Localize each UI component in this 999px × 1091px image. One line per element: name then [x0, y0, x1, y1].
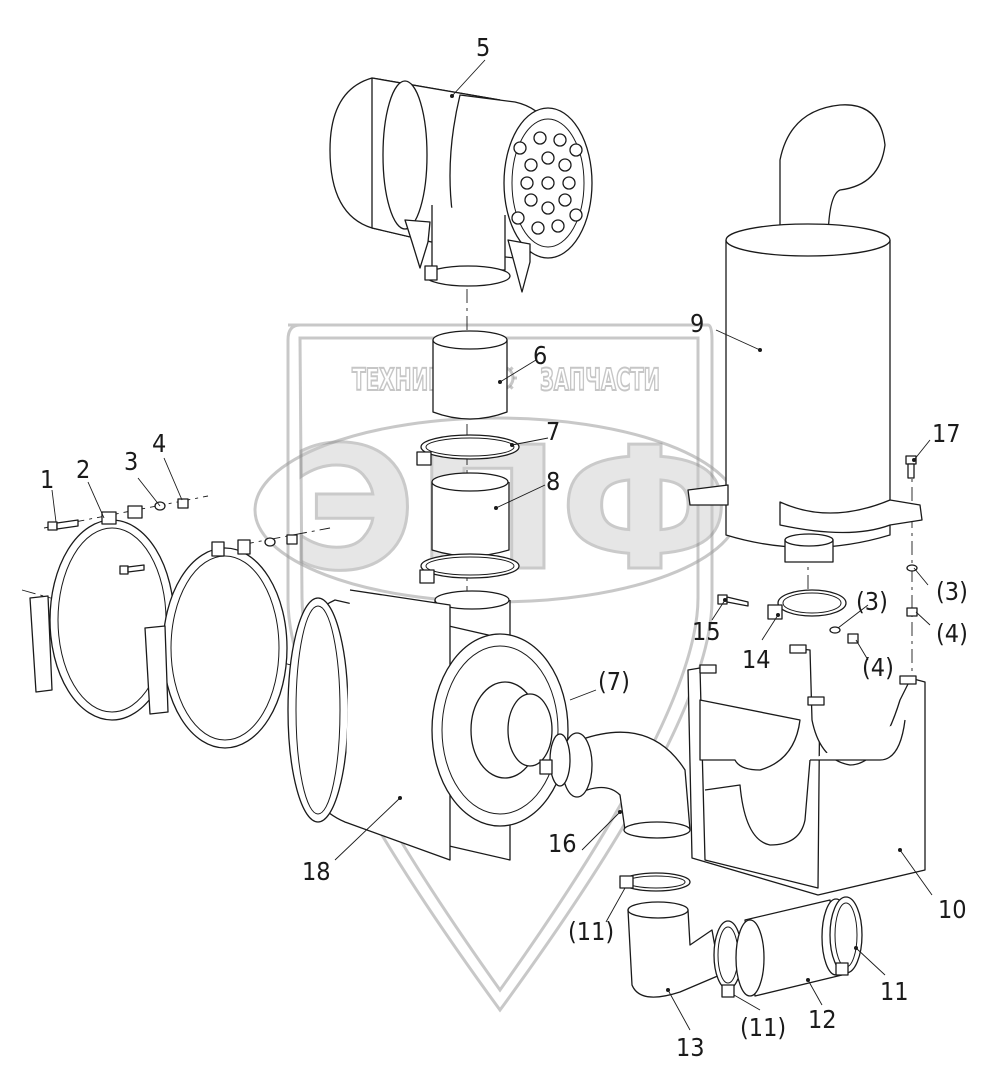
callout-7: 7 — [546, 417, 560, 446]
callout-14: 14 — [742, 645, 771, 674]
callout-11: 11 — [880, 977, 909, 1006]
callout-17: 17 — [932, 419, 961, 448]
part-10-bracket — [687, 644, 926, 896]
callout-labels: 1 2 3 4 5 6 7 8 9 10 11 12 13 14 15 16 1… — [40, 33, 968, 1062]
part-9-muffler — [687, 104, 923, 563]
part-4-nuts — [177, 498, 298, 545]
part-11-clamp-upper — [619, 872, 691, 892]
callout-4: 4 — [152, 429, 166, 458]
callout-11-ref-b: (11) — [740, 1013, 786, 1042]
callout-3-ref-b: (3) — [856, 587, 888, 616]
callout-12: 12 — [808, 1005, 837, 1034]
part-8-hose — [431, 472, 510, 557]
part-14-clamp — [767, 589, 847, 620]
part-16-elbow — [539, 731, 691, 839]
part-6-sleeve — [432, 330, 508, 420]
callout-4-ref-b: (4) — [862, 653, 894, 682]
part-7-clamp-upper — [416, 434, 520, 466]
callout-7-ref: (7) — [598, 667, 630, 696]
callout-15: 15 — [692, 617, 721, 646]
part-5-air-cleaner — [329, 77, 593, 293]
callout-2: 2 — [76, 455, 90, 484]
leader-lines — [51, 59, 933, 1031]
callout-18: 18 — [302, 857, 331, 886]
callout-9: 9 — [690, 309, 704, 338]
callout-1: 1 — [40, 465, 54, 494]
filter-holes — [511, 131, 583, 235]
part-11-clamp-right — [829, 896, 863, 976]
part-13-lower-elbow — [627, 901, 721, 998]
nut-4-right — [847, 607, 918, 644]
callout-16: 16 — [548, 829, 577, 858]
callout-8: 8 — [546, 467, 560, 496]
part-7-clamp-lower — [419, 553, 520, 584]
callout-6: 6 — [533, 341, 547, 370]
watermark: ТЕХНИКА ЗАПЧАСТИ ЭПФ — [253, 323, 741, 1013]
callout-3-ref-a: (3) — [936, 577, 968, 606]
callout-10: 10 — [938, 895, 967, 924]
part-1-bolts — [47, 519, 145, 575]
callout-11-ref-a: (11) — [568, 917, 614, 946]
watermark-right-word: ЗАПЧАСТИ — [540, 363, 660, 398]
callout-3: 3 — [124, 447, 138, 476]
part-2-strap-inner — [144, 539, 288, 749]
washer-3-right — [829, 564, 918, 634]
callout-13: 13 — [676, 1033, 705, 1062]
callout-5: 5 — [476, 33, 490, 62]
callout-4-ref-a: (4) — [936, 619, 968, 648]
part-18-canister — [287, 589, 569, 861]
